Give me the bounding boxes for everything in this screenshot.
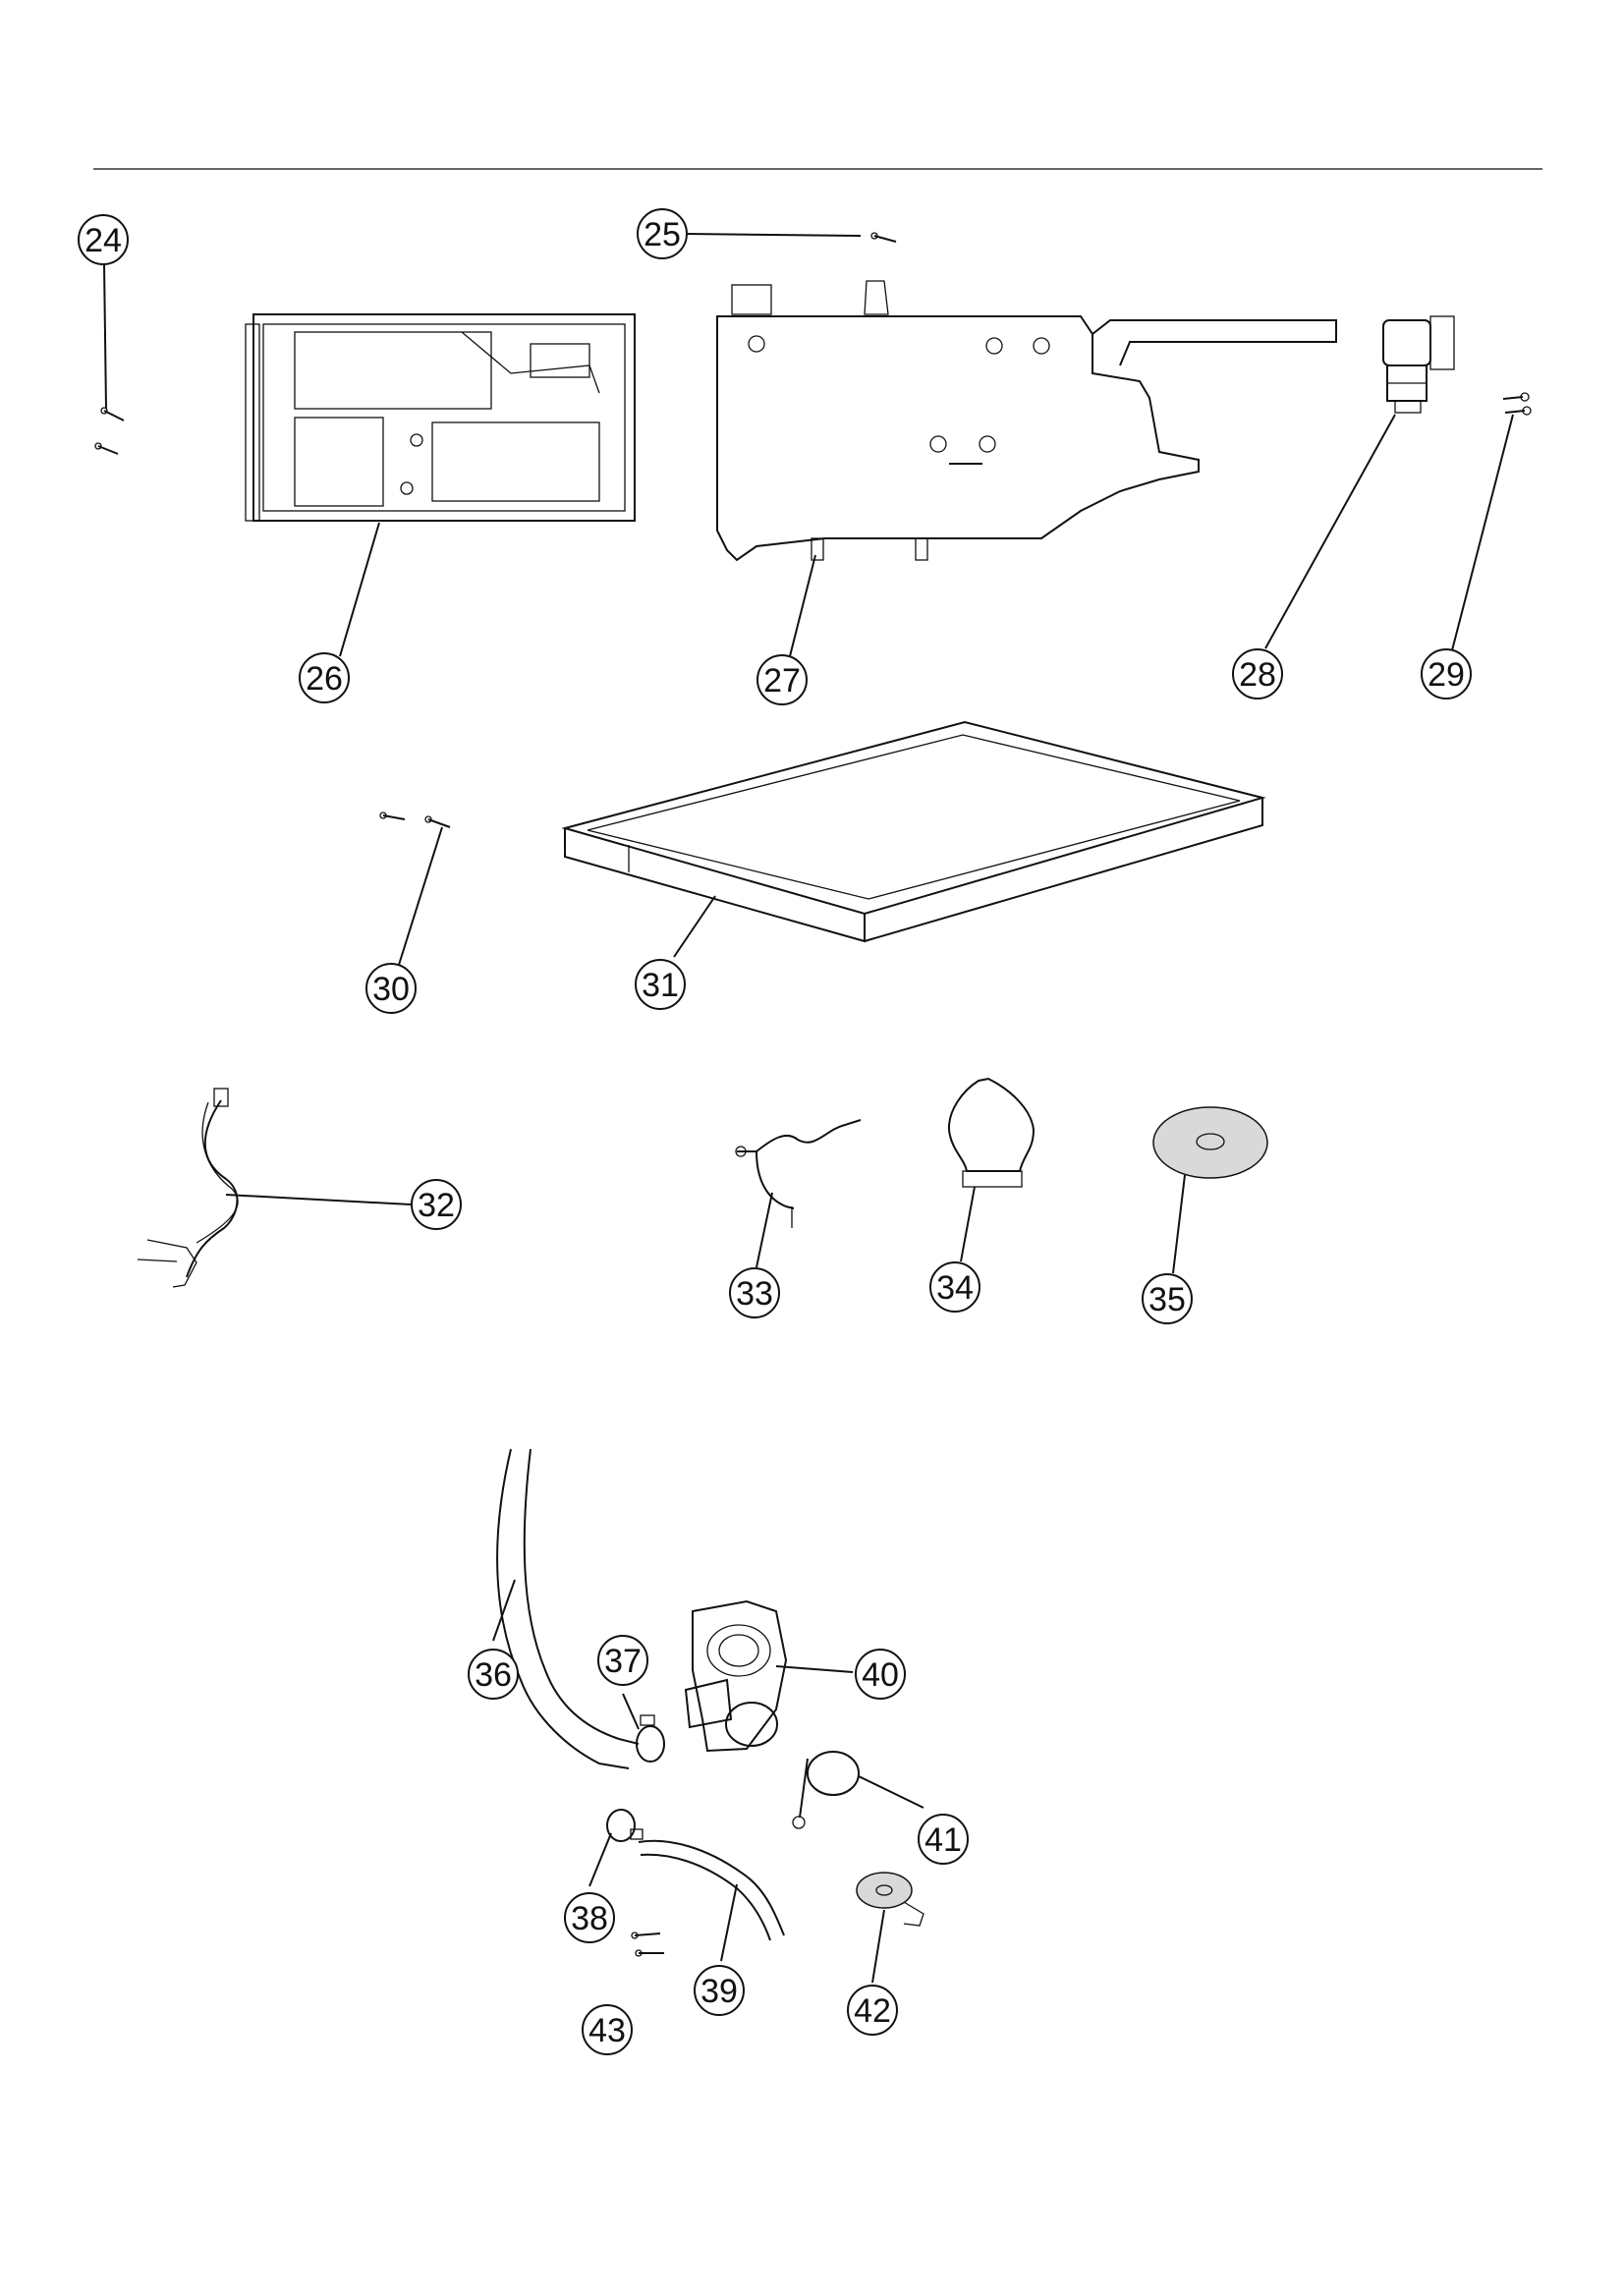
- callout-28-label: 28: [1239, 656, 1276, 694]
- callout-39: 39: [694, 1965, 745, 2016]
- callout-38: 38: [564, 1892, 615, 1943]
- callout-31: 31: [635, 959, 686, 1010]
- callout-42-label: 42: [854, 1992, 891, 2030]
- part-37-hose-clamp: [636, 1714, 665, 1763]
- callout-35-label: 35: [1148, 1281, 1186, 1318]
- callout-34-label: 34: [936, 1269, 974, 1307]
- callout-32: 32: [411, 1179, 462, 1230]
- leader-42: [871, 1909, 885, 1984]
- callout-40-label: 40: [862, 1656, 899, 1694]
- callout-40: 40: [855, 1649, 906, 1700]
- callout-37-label: 37: [604, 1643, 642, 1680]
- callout-25-label: 25: [644, 216, 681, 253]
- callout-41-label: 41: [924, 1821, 962, 1859]
- callout-24: 24: [78, 214, 129, 265]
- callout-34: 34: [929, 1261, 980, 1313]
- callout-41: 41: [918, 1814, 969, 1865]
- leader-34: [960, 1186, 976, 1262]
- part-26-detergent-drawer: [245, 313, 636, 522]
- callout-38-label: 38: [571, 1900, 608, 1937]
- part-40-pump-housing: [684, 1599, 788, 1753]
- leader-30: [398, 826, 443, 966]
- leader-29: [1451, 414, 1514, 651]
- callout-30: 30: [365, 963, 417, 1014]
- part-25-screw: [870, 232, 897, 243]
- leader-38: [588, 1832, 612, 1887]
- leader-39: [720, 1883, 738, 1962]
- part-28-inlet-valve: [1382, 315, 1455, 414]
- callout-24-label: 24: [84, 222, 122, 259]
- callout-27-label: 27: [763, 662, 801, 700]
- callout-29-label: 29: [1428, 656, 1465, 694]
- leader-35: [1172, 1174, 1186, 1274]
- part-34-hose-bracket: [947, 1077, 1036, 1188]
- leader-lines: [103, 233, 1514, 1984]
- callout-42: 42: [847, 1985, 898, 2036]
- callout-28: 28: [1232, 648, 1283, 700]
- part-43-screws: [631, 1932, 664, 1957]
- callout-31-label: 31: [642, 967, 679, 1004]
- callout-26: 26: [299, 652, 350, 703]
- part-42-filter-cap: [856, 1872, 924, 1927]
- callout-33-label: 33: [736, 1275, 773, 1313]
- leader-33: [756, 1192, 773, 1268]
- callout-32-label: 32: [418, 1187, 455, 1224]
- leader-36: [492, 1579, 516, 1642]
- leader-37: [622, 1693, 640, 1730]
- part-32-wire-harness: [137, 1088, 239, 1288]
- leader-25: [685, 233, 862, 237]
- callout-33: 33: [729, 1267, 780, 1318]
- callout-37: 37: [597, 1635, 648, 1686]
- part-29-screws: [1502, 392, 1532, 416]
- part-33-bracket-clip: [735, 1119, 862, 1228]
- leader-41: [858, 1775, 924, 1809]
- leader-24: [103, 262, 107, 410]
- part-27-drawer-housing: [716, 280, 1337, 562]
- part-24-screws: [94, 407, 125, 455]
- part-39-hose: [638, 1839, 785, 1941]
- callout-36-label: 36: [475, 1656, 512, 1694]
- callout-27: 27: [756, 654, 808, 705]
- part-35-disc: [1152, 1106, 1268, 1179]
- part-38-hose-clamp: [606, 1809, 644, 1842]
- callout-35: 35: [1142, 1273, 1193, 1324]
- part-36-drain-hose: [496, 1448, 640, 1769]
- part-41-gasket: [792, 1751, 860, 1829]
- leader-31: [673, 895, 716, 958]
- part-31-top-panel: [561, 720, 1266, 943]
- callout-29: 29: [1421, 648, 1472, 700]
- callout-26-label: 26: [306, 660, 343, 698]
- leader-40: [775, 1665, 854, 1673]
- part-30-screws: [379, 812, 451, 828]
- callout-25: 25: [637, 208, 688, 259]
- leader-32: [225, 1194, 412, 1205]
- leader-27: [789, 554, 816, 657]
- callout-43-label: 43: [588, 2012, 626, 2049]
- callout-36: 36: [468, 1649, 519, 1700]
- leader-26: [339, 522, 380, 657]
- callout-30-label: 30: [372, 971, 410, 1008]
- callout-39-label: 39: [700, 1973, 738, 2010]
- leader-28: [1264, 414, 1396, 649]
- callout-43: 43: [582, 2004, 633, 2055]
